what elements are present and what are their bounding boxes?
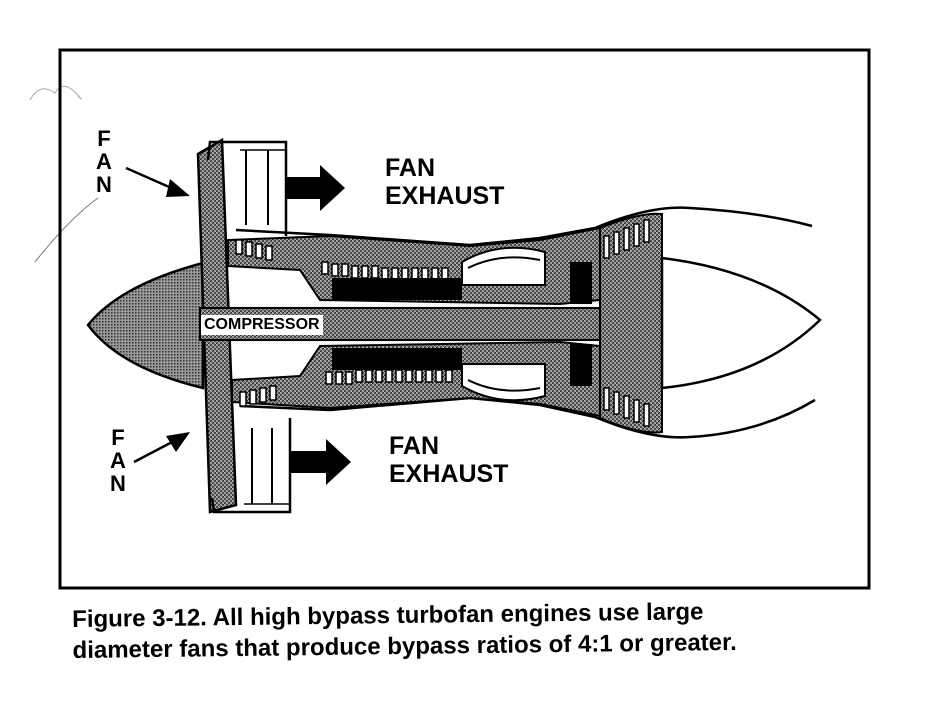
- figure-caption: Figure 3-12. All high bypass turbofan en…: [72, 594, 873, 666]
- fan-label-letter: N: [96, 172, 112, 197]
- fan-exhaust-label-top: FAN EXHAUST: [385, 154, 504, 210]
- pen-stroke: [34, 197, 99, 263]
- figure-frame: [58, 48, 871, 590]
- right-arrow-icon: [290, 439, 351, 485]
- fan-label-letter: N: [110, 471, 126, 496]
- fan-label-letter: A: [110, 448, 126, 473]
- turbine: [599, 212, 663, 434]
- compressor-label: COMPRESSOR: [201, 315, 323, 335]
- fan-exhaust-label-bottom: FAN EXHAUST: [389, 432, 508, 488]
- nacelle-top: [235, 206, 813, 247]
- exhaust-cone: [660, 256, 822, 390]
- arrow-icon: [133, 432, 190, 464]
- fan-label-letter: F: [111, 425, 125, 450]
- fan-label-letter: F: [97, 126, 111, 151]
- arrow-icon: [125, 166, 190, 197]
- fan-exhaust-line: FAN: [389, 432, 439, 460]
- fan-exhaust-line: EXHAUST: [389, 460, 509, 488]
- fan-label-top: F A N: [92, 128, 116, 197]
- fan-exhaust-line: FAN: [385, 154, 435, 182]
- nacelle-bottom: [239, 396, 816, 439]
- right-arrow-icon: [286, 165, 345, 211]
- pen-scribble: [29, 85, 82, 101]
- fan-exhaust-line: EXHAUST: [385, 182, 505, 210]
- nose-cone: [86, 261, 205, 390]
- fan-label-letter: A: [96, 149, 112, 174]
- fan-label-bottom: F A N: [106, 427, 130, 496]
